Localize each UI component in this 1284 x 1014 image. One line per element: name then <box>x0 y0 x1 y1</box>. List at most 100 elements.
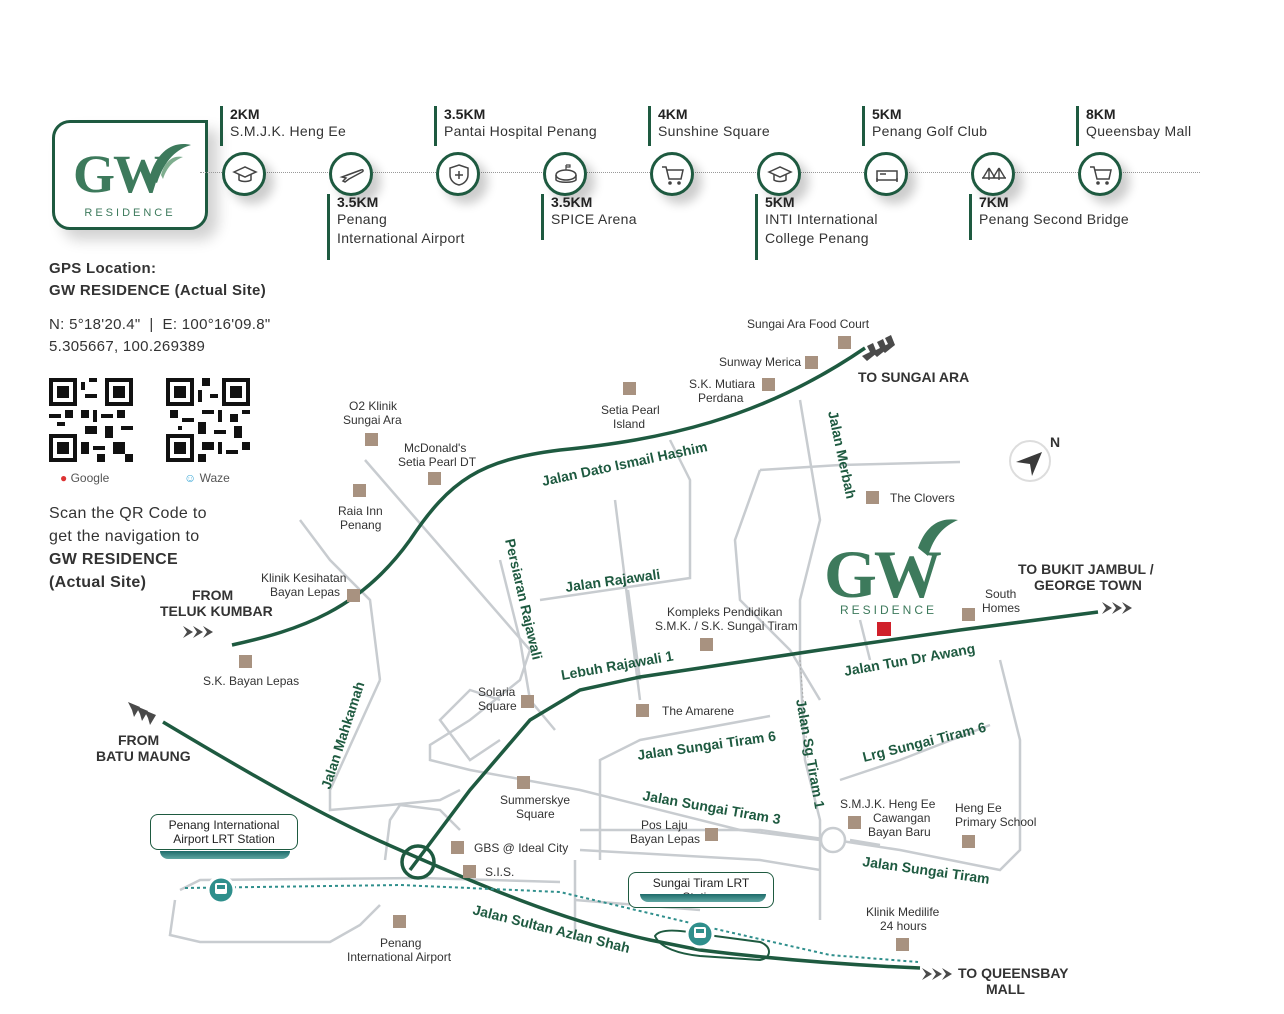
sungai-tiram-lrt-station-label: Sungai Tiram LRT Station <box>628 872 774 908</box>
place-label: Penang <box>380 936 421 950</box>
leaf-icon <box>149 144 191 183</box>
place-label: Primary School <box>955 815 1036 829</box>
direction-label: BATU MAUNG <box>96 748 191 764</box>
scan-instruction: Scan the QR Code to get the navigation t… <box>49 502 207 594</box>
direction-label: TO BUKIT JAMBUL / <box>1018 561 1154 577</box>
place-label: Cawangan <box>873 811 930 825</box>
milestone-distance: 7KM <box>979 194 1009 210</box>
train-icon <box>206 875 236 905</box>
place-label: South <box>985 587 1016 601</box>
place-label: Island <box>613 417 645 431</box>
cart-icon <box>650 152 694 196</box>
milestone-distance: 2KM <box>230 106 260 122</box>
milestone: 5KM Penang Golf Club <box>862 106 987 146</box>
milestone: 3.5KM Penang International Airport <box>327 194 465 260</box>
place-label: S.M.J.K. Heng Ee <box>840 797 936 811</box>
place-label: Bayan Baru <box>868 825 931 839</box>
direction-label: FROM <box>192 587 233 603</box>
gps-site: GW RESIDENCE (Actual Site) <box>49 282 266 299</box>
place-label: McDonald's <box>404 441 466 455</box>
waze-qr-code[interactable] <box>166 378 250 462</box>
direction-arrows <box>128 335 1132 980</box>
place-label: S.K. Bayan Lepas <box>203 674 299 688</box>
milestone-distance: 5KM <box>872 106 902 122</box>
scan-line: GW RESIDENCE <box>49 551 178 568</box>
place-label: Square <box>516 807 555 821</box>
place-label: Bayan Lepas <box>630 832 700 846</box>
place-label: International Airport <box>347 950 452 964</box>
place-label: Bayan Lepas <box>270 585 340 599</box>
station-line: Airport LRT Station <box>173 832 275 846</box>
milestone-name: Penang Second Bridge <box>979 211 1129 227</box>
road-label: Jalan Dato Ismail Hashim <box>540 438 708 489</box>
road-label: Jalan Tun Dr Awang <box>843 640 977 679</box>
milestone: 2KM S.M.J.K. Heng Ee <box>220 106 346 146</box>
place-label: S.M.K. / S.K. Sungai Tiram <box>655 619 798 633</box>
place-label: Sungai Ara Food Court <box>747 317 870 331</box>
milestone: 3.5KM SPICE Arena <box>541 194 637 240</box>
station-base <box>160 851 290 859</box>
milestone: 8KM Queensbay Mall <box>1076 106 1191 146</box>
waze-text: Waze <box>199 471 230 485</box>
scan-line: (Actual Site) <box>49 574 147 591</box>
milestone-name: Penang Golf Club <box>872 123 988 139</box>
place-label: 24 hours <box>880 919 927 933</box>
direction-label: TELUK KUMBAR <box>160 603 273 619</box>
gw-residence-logo: GW RESIDENCE <box>52 120 208 230</box>
direction-label: FROM <box>118 732 159 748</box>
place-label: Sunway Merica <box>719 355 801 369</box>
gps-heading: GPS Location: <box>49 260 157 277</box>
scan-line: get the navigation to <box>49 528 200 545</box>
place-label: Square <box>478 699 517 713</box>
milestone-distance: 3.5KM <box>444 106 486 122</box>
scan-line: Scan the QR Code to <box>49 505 207 522</box>
place-label: Perdana <box>698 391 744 405</box>
cart-icon <box>1078 152 1122 196</box>
bed-icon <box>864 152 908 196</box>
map-pin-icon: ● <box>60 471 68 485</box>
milestone-name: Penang <box>337 211 388 227</box>
gps-decimal: 5.305667, 100.269389 <box>49 338 206 355</box>
place-label: Setia Pearl <box>601 403 660 417</box>
lrt-line <box>184 883 919 963</box>
compass-icon <box>1009 440 1051 482</box>
place-label: Heng Ee <box>955 801 1002 815</box>
place-label: Summerskye <box>500 793 570 807</box>
place-label: Setia Pearl DT <box>398 455 477 469</box>
timeline-line <box>200 172 1200 173</box>
airport-lrt-station-label: Penang International Airport LRT Station <box>150 814 298 850</box>
school-icon <box>222 152 266 196</box>
milestone-distance: 4KM <box>658 106 688 122</box>
station-line: Penang International <box>168 818 280 832</box>
direction-label: MALL <box>986 981 1025 997</box>
school-icon <box>757 152 801 196</box>
road-label: Jalan Merbah <box>825 409 859 500</box>
google-text: Google <box>70 471 110 485</box>
minor-roads <box>168 399 1022 944</box>
milestone-name: College Penang <box>765 230 869 246</box>
plane-icon <box>329 152 373 196</box>
logo-sub: RESIDENCE <box>84 207 176 219</box>
road-label: Lebuh Rajawali 1 <box>560 647 675 683</box>
place-label: Raia Inn <box>338 504 383 518</box>
road-label: Jalan Mahkamah <box>318 679 368 791</box>
place-label: Pos Laju <box>641 818 688 832</box>
road-label: Jalan Sungai Tiram 6 <box>636 728 777 763</box>
place-label: GBS @ Ideal City <box>474 841 568 855</box>
road-label: Jalan Sungai Tiram <box>862 853 991 887</box>
google-qr-code[interactable] <box>49 378 133 462</box>
milestone-name: S.M.J.K. Heng Ee <box>230 123 347 139</box>
site-marker <box>877 622 891 636</box>
gps-dms: N: 5°18'20.4" | E: 100°16'09.8" <box>49 316 271 333</box>
place-label: Homes <box>982 601 1020 615</box>
direction-label: TO SUNGAI ARA <box>858 369 969 385</box>
milestone-name: INTI International <box>765 211 878 227</box>
google-label: ● Google <box>60 471 109 485</box>
milestone-name: Sunshine Square <box>658 123 770 139</box>
place-label: Klinik Kesihatan <box>261 571 346 585</box>
milestone-name: Queensbay Mall <box>1086 123 1192 139</box>
milestone-name: International Airport <box>337 230 465 246</box>
place-label: Solaria <box>478 685 516 699</box>
train-icon <box>685 919 715 949</box>
